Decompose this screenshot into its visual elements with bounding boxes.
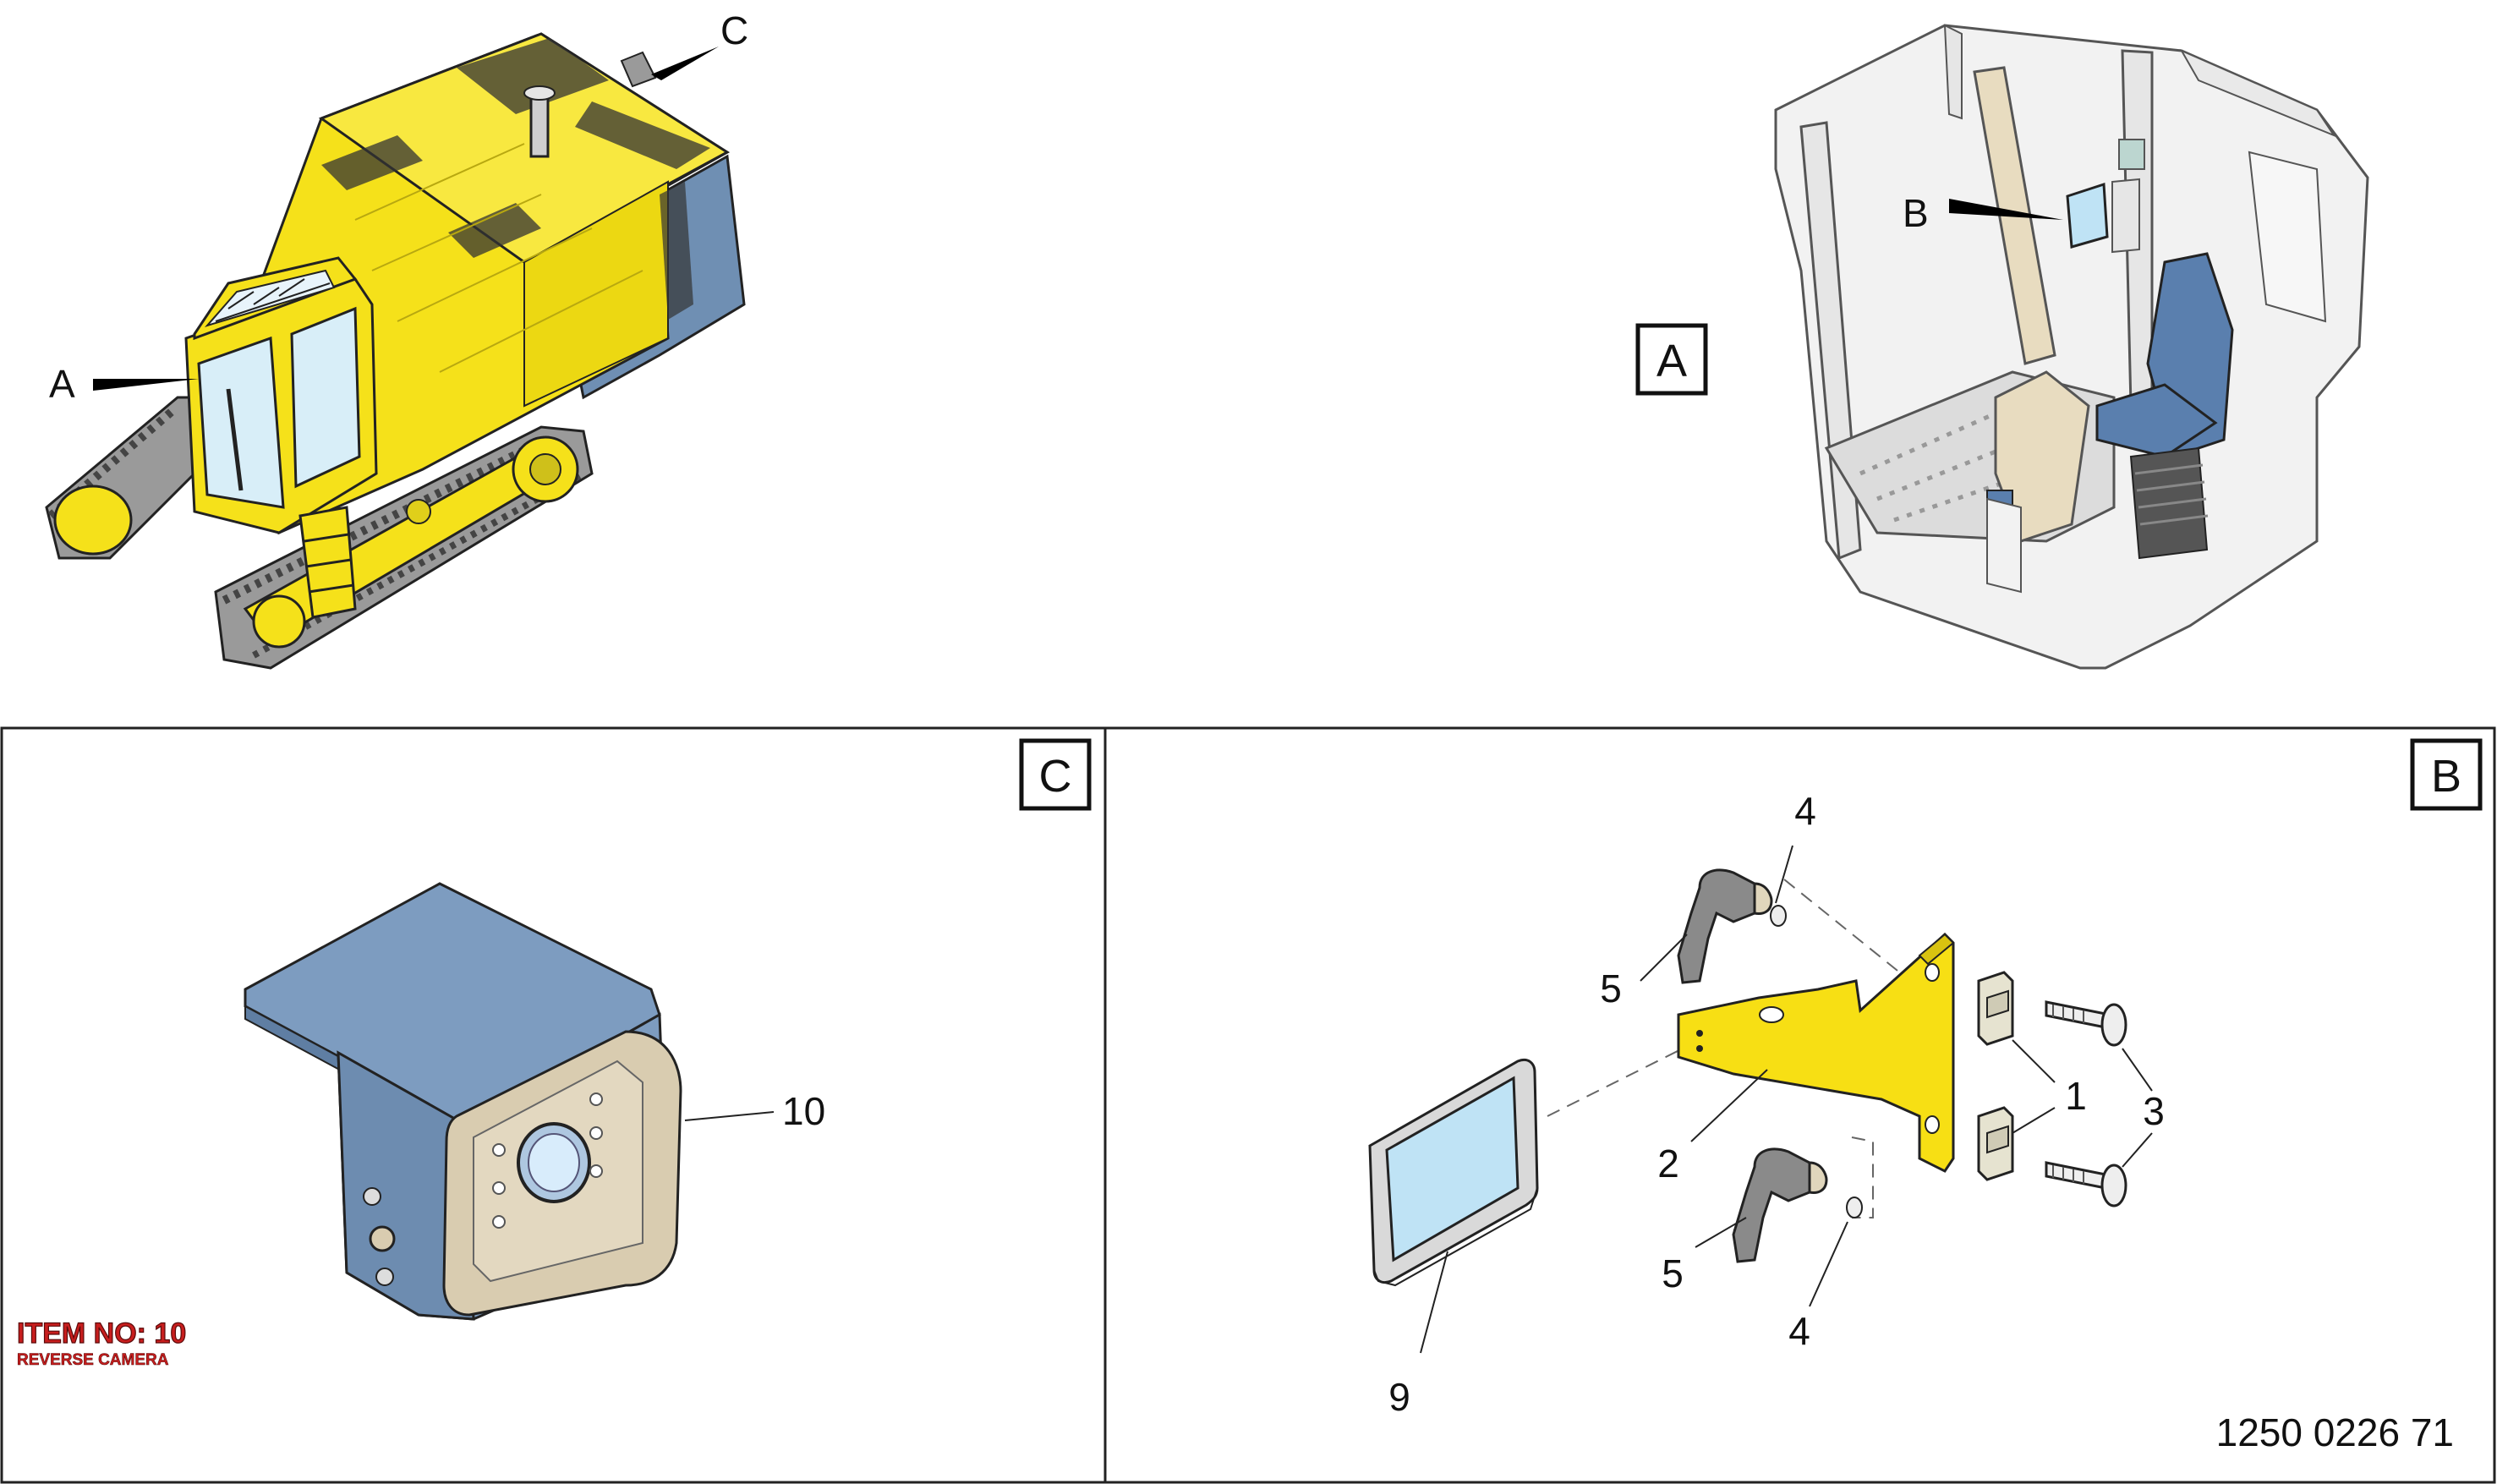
callout-c-label: C bbox=[720, 8, 748, 52]
panel-b-frame bbox=[1103, 726, 2496, 1484]
item-description-label: REVERSE CAMERA bbox=[17, 1351, 169, 1369]
callout-arrow-c bbox=[651, 47, 719, 80]
callout-4-top-label: 4 bbox=[1794, 789, 1816, 833]
callout-5-top-label: 5 bbox=[1600, 967, 1622, 1010]
callout-arrow-a bbox=[93, 379, 199, 391]
bracket bbox=[1677, 932, 1955, 1173]
clamp-block-bottom bbox=[1977, 1106, 2014, 1181]
callout-a-label: A bbox=[49, 362, 75, 406]
washer-bottom bbox=[1846, 1197, 1863, 1218]
bolt-top bbox=[2045, 1000, 2127, 1047]
item-number-label: ITEM NO: 10 bbox=[17, 1317, 186, 1350]
display-mount-exploded-view bbox=[1368, 845, 2153, 1354]
bolt-bottom bbox=[2045, 1161, 2127, 1207]
drill-rig-illustration bbox=[45, 32, 746, 670]
display-screen bbox=[1368, 1059, 1539, 1287]
machine-cab bbox=[184, 256, 378, 619]
box-a-label: A bbox=[1656, 336, 1687, 386]
box-c-frame bbox=[1019, 738, 1092, 811]
callout-3-label: 3 bbox=[2143, 1089, 2165, 1133]
callout-5-bottom-label: 5 bbox=[1662, 1251, 1684, 1295]
box-a-frame bbox=[1635, 323, 1708, 396]
knob-top bbox=[1677, 868, 1773, 984]
box-c-label: C bbox=[1039, 751, 1072, 802]
knob-bottom bbox=[1732, 1147, 1828, 1263]
callout-10-label: 10 bbox=[782, 1089, 825, 1133]
callout-b-label: B bbox=[1903, 191, 1929, 235]
callout-2-label: 2 bbox=[1657, 1142, 1679, 1186]
main-body bbox=[260, 32, 730, 535]
washer-top bbox=[1770, 905, 1787, 927]
rear-track bbox=[45, 396, 230, 560]
callout-4-bottom-label: 4 bbox=[1788, 1309, 1810, 1353]
box-b-frame bbox=[2410, 738, 2483, 811]
callout-arrow-b bbox=[1949, 199, 2063, 220]
cab-interior-illustration bbox=[1774, 24, 2369, 670]
document-number: 1250 0226 71 bbox=[2216, 1410, 2454, 1454]
box-b-label: B bbox=[2431, 751, 2461, 802]
reverse-camera-illustration bbox=[244, 882, 775, 1321]
clamp-block-top bbox=[1977, 971, 2014, 1046]
callout-1-label: 1 bbox=[2065, 1074, 2087, 1118]
callout-9-label: 9 bbox=[1388, 1375, 1410, 1419]
